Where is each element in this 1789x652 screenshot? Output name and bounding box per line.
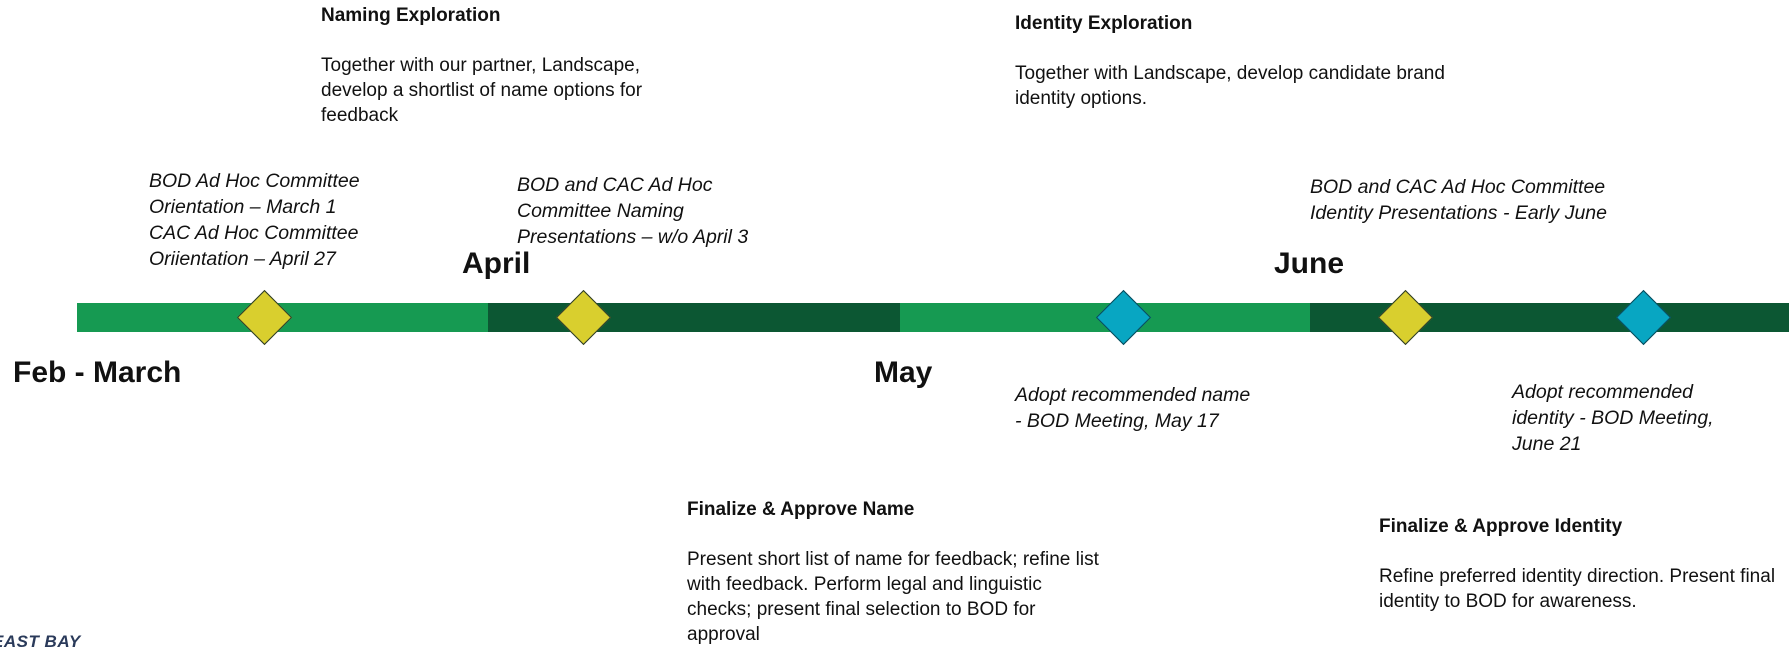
milestone-note-naming-presentations: BOD and CAC Ad Hoc Committee Naming Pres… [517,172,817,250]
note-line: Oriientation – April 27 [149,248,336,270]
phase-finalize-name: Finalize & Approve Name Present short li… [687,499,1107,647]
brand-logo: EAST BAY [0,632,81,651]
note-line: Orientation – March 1 [149,196,337,218]
note-line: BOD Ad Hoc Committee [149,170,360,192]
note-line: CAC Ad Hoc Committee [149,222,359,244]
milestone-note-orientation: BOD Ad Hoc Committee Orientation – March… [149,168,449,272]
milestone-note-adopt-identity: Adopt recommended identity - BOD Meeting… [1512,379,1782,457]
note-line: - BOD Meeting, May 17 [1015,410,1219,432]
phase-title: Identity Exploration [1015,13,1193,34]
note-line: Presentations – w/o April 3 [517,226,749,248]
phase-title: Finalize & Approve Identity [1379,516,1623,537]
phase-naming-exploration: Naming Exploration Together with our par… [321,5,711,128]
note-line: Adopt recommended name [1015,384,1251,406]
phase-finalize-identity: Finalize & Approve Identity Refine prefe… [1379,516,1784,614]
month-label-feb-march: Feb - March [13,356,182,389]
milestone-diamond-naming-presentations [555,289,612,346]
phase-title: Finalize & Approve Name [687,499,915,520]
month-label-june: June [1274,247,1345,280]
note-line: BOD and CAC Ad Hoc [517,174,713,196]
phase-description: Refine preferred identity direction. Pre… [1379,566,1776,612]
phase-description: Together with Landscape, develop candida… [1015,63,1445,109]
phase-description: Together with our partner, Landscape, de… [321,55,643,126]
phase-description: Present short list of name for feedback;… [687,549,1099,645]
note-line: identity - BOD Meeting, [1512,407,1714,429]
milestone-note-adopt-name: Adopt recommended name - BOD Meeting, Ma… [1015,382,1315,434]
milestone-diamond-adopt-identity [1615,289,1672,346]
milestone-diamond-orientation [236,289,293,346]
month-label-may: May [874,356,933,389]
phase-identity-exploration: Identity Exploration Together with Lands… [1015,13,1455,111]
timeline-segment-april [488,303,900,332]
note-line: Adopt recommended [1512,381,1694,403]
month-label-april: April [462,247,531,280]
phase-title: Naming Exploration [321,5,501,26]
note-line: BOD and CAC Ad Hoc Committee [1310,176,1606,198]
milestone-diamond-adopt-name [1095,289,1152,346]
note-line: Identity Presentations - Early June [1310,202,1607,224]
milestone-note-identity-presentations: BOD and CAC Ad Hoc Committee Identity Pr… [1310,174,1690,226]
milestone-diamond-identity-presentations [1377,289,1434,346]
note-line: June 21 [1512,433,1582,455]
note-line: Committee Naming [517,200,684,222]
